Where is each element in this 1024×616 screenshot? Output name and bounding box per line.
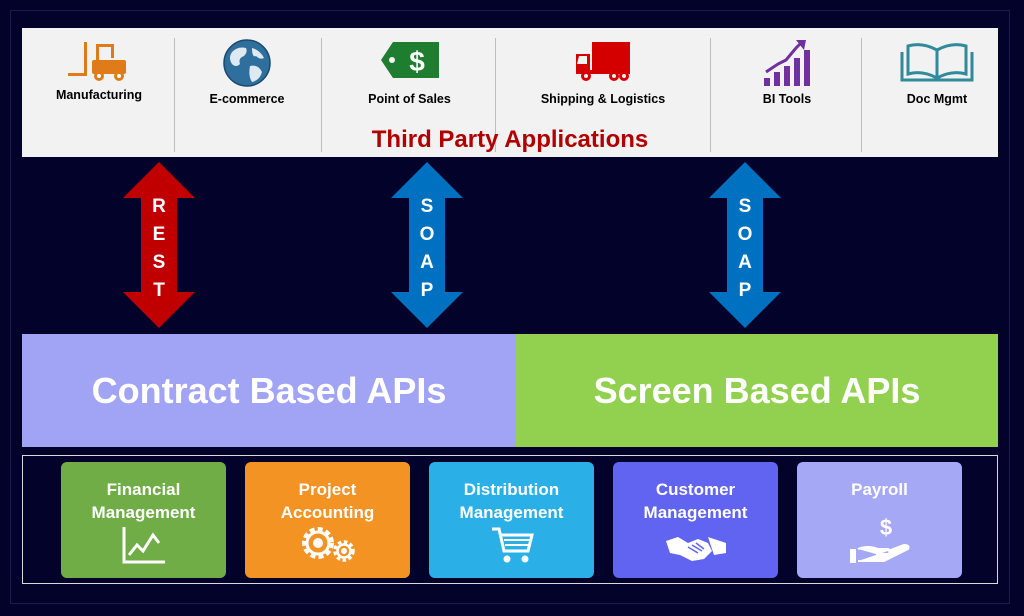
line-chart-icon bbox=[121, 525, 167, 570]
soap-arrow-contract: S O A P bbox=[391, 162, 463, 328]
diagram-frame bbox=[10, 10, 1010, 604]
price-tag-icon: $ bbox=[379, 40, 441, 85]
growth-chart-icon bbox=[762, 38, 812, 93]
module-distribution-management: Distribution Management bbox=[429, 462, 594, 578]
app-ecommerce: E-commerce bbox=[192, 28, 302, 157]
app-bi-tools: BI Tools bbox=[732, 28, 842, 157]
module-label: Project Accounting bbox=[280, 480, 375, 522]
module-financial-management: Financial Management bbox=[61, 462, 226, 578]
truck-icon bbox=[574, 40, 632, 87]
modules-panel: Financial Management Project Accounting bbox=[22, 455, 998, 584]
app-point-of-sales: $ Point of Sales bbox=[347, 28, 472, 157]
rest-arrow: R E S T bbox=[123, 162, 195, 328]
handshake-icon bbox=[664, 531, 728, 570]
soap-label: S O A P bbox=[737, 196, 753, 301]
third-party-panel: Manufacturing E-commerce $ Point of Sale… bbox=[22, 28, 998, 157]
separator bbox=[495, 38, 496, 152]
module-label: Customer Management bbox=[643, 480, 748, 522]
module-label: Payroll bbox=[851, 480, 908, 499]
app-label: E-commerce bbox=[209, 92, 285, 106]
separator bbox=[710, 38, 711, 152]
third-party-title: Third Party Applications bbox=[371, 126, 649, 153]
separator bbox=[321, 38, 322, 152]
forklift-icon bbox=[66, 38, 132, 87]
module-payroll: Payroll $ bbox=[797, 462, 962, 578]
gears-icon bbox=[298, 523, 358, 570]
separator bbox=[174, 38, 175, 152]
app-doc-mgmt: Doc Mgmt bbox=[882, 28, 992, 157]
separator bbox=[861, 38, 862, 152]
shopping-cart-icon bbox=[490, 525, 534, 570]
app-label: Manufacturing bbox=[55, 88, 143, 102]
module-label: Distribution Management bbox=[459, 480, 564, 522]
screen-based-apis: Screen Based APIs bbox=[516, 334, 998, 447]
rest-label: R E S T bbox=[152, 196, 166, 301]
app-manufacturing: Manufacturing bbox=[44, 28, 154, 157]
soap-arrow-screen: S O A P bbox=[709, 162, 781, 328]
money-hand-icon: $ bbox=[848, 515, 912, 570]
app-shipping-logistics: Shipping & Logistics bbox=[522, 28, 684, 157]
app-label: Doc Mgmt bbox=[906, 92, 968, 106]
soap-label: S O A P bbox=[419, 196, 435, 301]
module-customer-management: Customer Management bbox=[613, 462, 778, 578]
app-label: Point of Sales bbox=[368, 92, 451, 106]
globe-icon bbox=[222, 38, 272, 93]
contract-based-apis: Contract Based APIs bbox=[22, 334, 516, 447]
module-project-accounting: Project Accounting bbox=[245, 462, 410, 578]
open-book-icon bbox=[900, 42, 974, 87]
svg-text:$: $ bbox=[879, 515, 891, 540]
svg-text:$: $ bbox=[409, 46, 425, 77]
app-label: BI Tools bbox=[762, 92, 812, 106]
app-label: Shipping & Logistics bbox=[540, 92, 666, 106]
module-label: Financial Management bbox=[91, 480, 196, 522]
